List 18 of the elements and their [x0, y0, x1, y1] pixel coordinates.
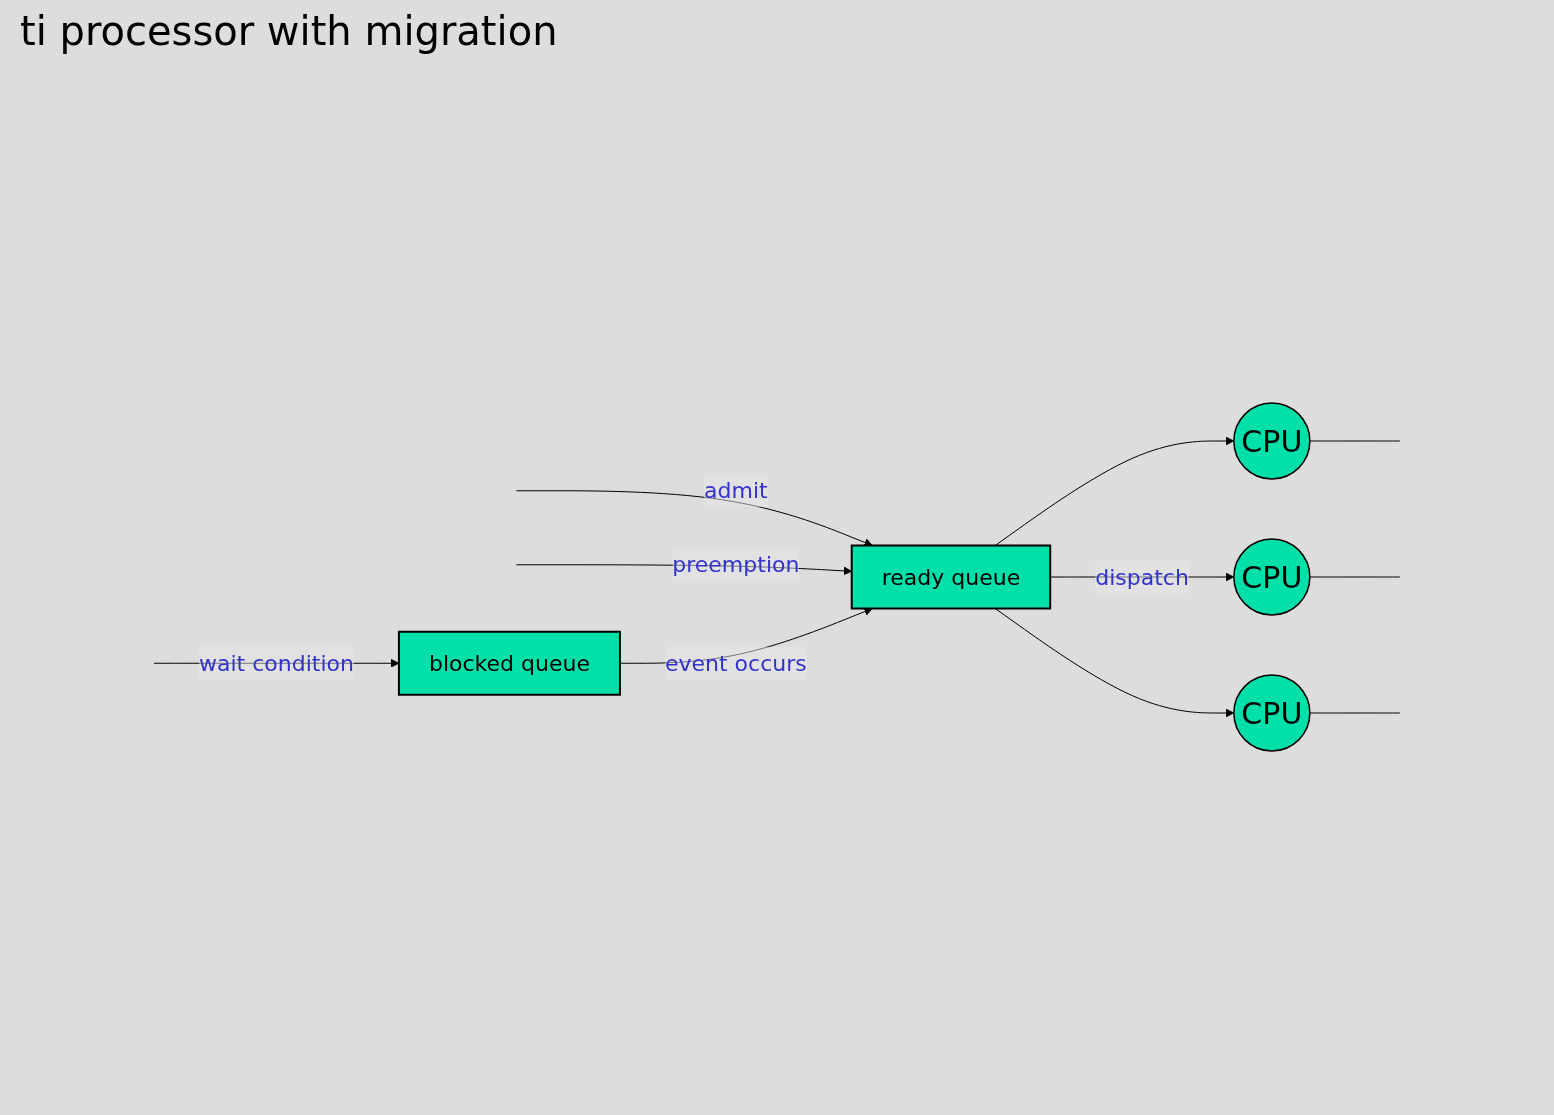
- arrow: [516, 490, 873, 547]
- node-circle: CPU: [1233, 402, 1311, 480]
- title: ti processor with migration: [20, 8, 559, 54]
- edge-label: admit: [704, 478, 768, 504]
- edge-label: event occurs: [665, 650, 807, 676]
- connector: [1309, 576, 1401, 578]
- node-box: blocked queue: [398, 630, 621, 696]
- connector: [1309, 712, 1401, 714]
- edge-label: dispatch: [1095, 564, 1189, 590]
- arrow: [994, 436, 1235, 546]
- arrow: [153, 658, 400, 668]
- node-box: ready queue: [850, 544, 1052, 610]
- edge-label: wait condition: [199, 650, 354, 676]
- node-circle: CPU: [1233, 674, 1311, 752]
- connector: [1309, 440, 1401, 442]
- node-circle: CPU: [1233, 538, 1311, 616]
- arrow: [994, 608, 1235, 718]
- edge-label: preemption: [672, 552, 800, 578]
